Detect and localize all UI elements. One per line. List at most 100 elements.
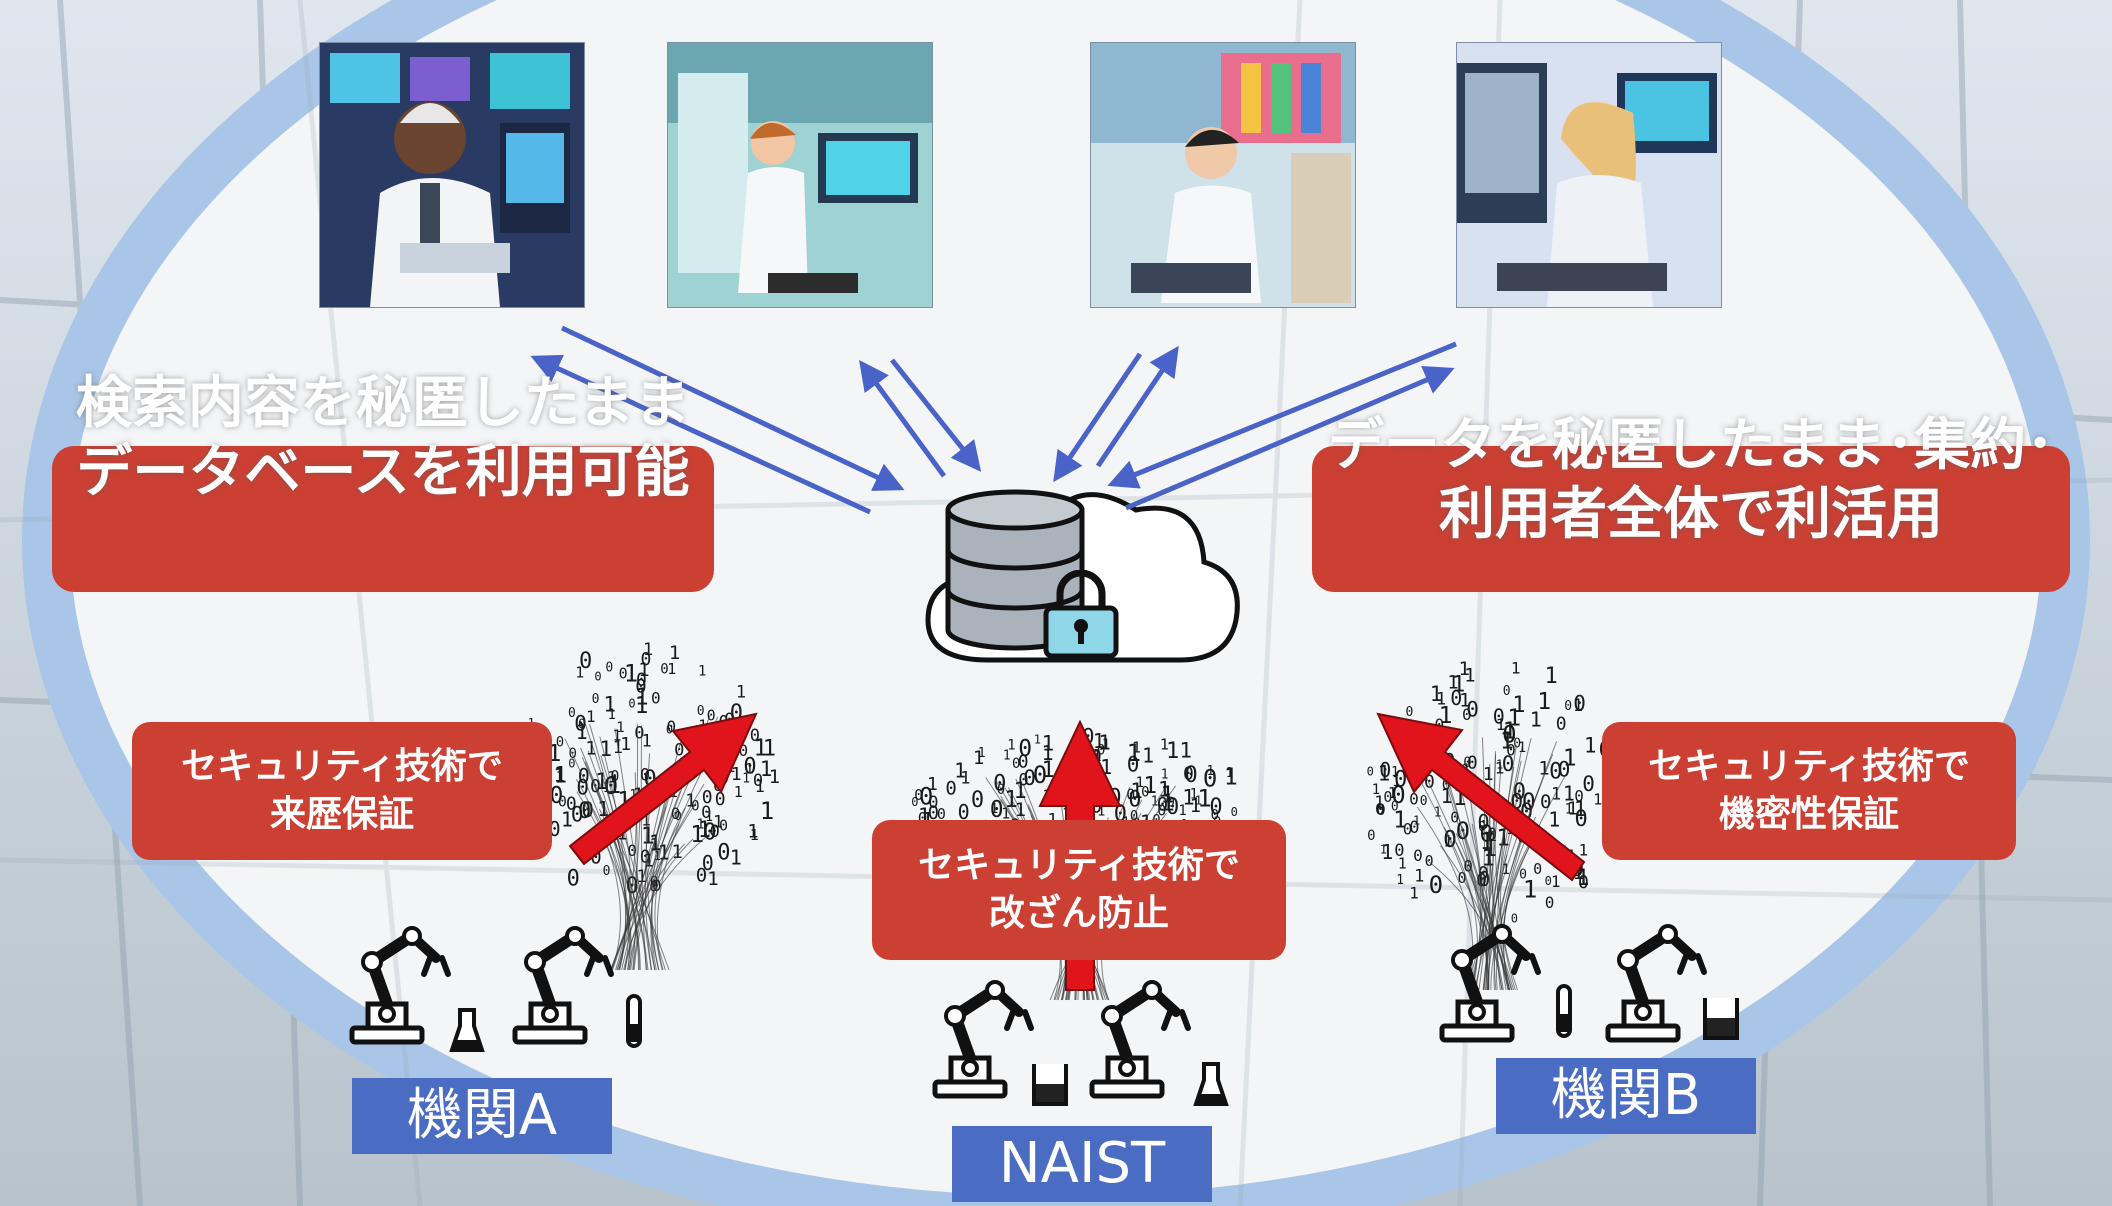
binary-digit: 0 xyxy=(592,692,600,707)
binary-digit: 1 xyxy=(1496,757,1503,771)
binary-digit: 0 xyxy=(674,740,684,760)
binary-digit: 1 xyxy=(745,762,753,778)
binary-digit: 0 xyxy=(574,711,587,735)
binary-digit: 0 xyxy=(1209,795,1222,820)
binary-digit: 0 xyxy=(710,822,720,842)
binary-stream-line xyxy=(1501,835,1537,991)
binary-digit: 0 xyxy=(568,706,576,721)
binary-digit: 0 xyxy=(1211,808,1219,824)
binary-digit: 1 xyxy=(707,868,718,890)
binary-digit: 1 xyxy=(1374,793,1384,813)
binary-digit: 1 xyxy=(1576,866,1589,891)
binary-stream-line xyxy=(633,838,694,971)
binary-digit: 0 xyxy=(1413,846,1423,865)
binary-digit: 0 xyxy=(1425,852,1434,870)
binary-digit: 0 xyxy=(671,804,681,823)
robot-arm-icon xyxy=(515,928,611,1042)
binary-digit: 0 xyxy=(703,820,717,846)
binary-stream-line xyxy=(624,783,705,971)
binary-digit: 1 xyxy=(1443,831,1453,850)
binary-digit: 0 xyxy=(640,846,651,867)
binary-digit: 1 xyxy=(1436,689,1446,709)
binary-digit: 1 xyxy=(698,818,711,843)
binary-stream-line xyxy=(654,807,686,971)
binary-digit: 1 xyxy=(760,797,774,825)
binary-digit: 1 xyxy=(736,682,746,702)
binary-digit: 0 xyxy=(571,802,584,826)
binary-digit: 1 xyxy=(685,791,696,812)
binary-digit: 1 xyxy=(1563,781,1575,805)
binary-digit: 0 xyxy=(627,841,637,860)
binary-digit: 1 xyxy=(1530,708,1542,732)
binary-stream-line xyxy=(576,791,632,971)
binary-digit: 1 xyxy=(669,642,680,664)
binary-digit: 1 xyxy=(1538,758,1549,780)
binary-digit: 0 xyxy=(1097,743,1105,759)
binary-digit: 0 xyxy=(590,846,601,868)
binary-digit: 1 xyxy=(763,736,776,761)
binary-digit: 0 xyxy=(1467,753,1478,774)
binary-digit: 1 xyxy=(616,720,624,736)
binary-stream-line xyxy=(1488,809,1491,991)
tamper-label-box xyxy=(872,820,1286,960)
data-private-text: データを秘匿したまま･集約･ 利用者全体で利活用 xyxy=(1327,413,2055,547)
binary-digit: 0 xyxy=(628,696,635,710)
binary-digit: 0 xyxy=(1502,752,1515,776)
binary-digit: 0 xyxy=(667,717,677,736)
binary-digit: 0 xyxy=(1185,763,1198,788)
binary-digit: 0 xyxy=(1018,770,1028,790)
binary-digit: 0 xyxy=(1424,772,1435,793)
binary-digit: 1 xyxy=(1434,806,1442,821)
binary-digit: 0 xyxy=(1506,741,1516,760)
binary-stream-line xyxy=(617,723,639,971)
binary-digit: 0 xyxy=(1556,714,1567,735)
binary-digit: 0 xyxy=(958,800,970,824)
binary-stream-line xyxy=(1431,742,1488,991)
binary-digit: 0 xyxy=(1033,761,1047,789)
binary-digit: 1 xyxy=(954,758,966,782)
binary-digit: 1 xyxy=(585,738,596,760)
binary-digit: 0 xyxy=(578,799,591,824)
binary-digit: 1 xyxy=(1409,883,1419,902)
binary-digit: 0 xyxy=(619,664,628,682)
binary-digit: 0 xyxy=(1503,684,1511,699)
binary-digit: 0 xyxy=(652,876,662,895)
binary-digit: 1 xyxy=(1593,791,1602,809)
binary-digit: 1 xyxy=(624,660,638,688)
binary-digit: 1 xyxy=(1483,764,1494,785)
binary-digit: 0 xyxy=(918,809,928,828)
binary-digit: 0 xyxy=(1549,760,1562,785)
binary-digit: 0 xyxy=(971,788,984,813)
binary-digit: 0 xyxy=(1487,825,1497,845)
provenance-label-box xyxy=(132,722,552,860)
binary-digit: 1 xyxy=(1551,872,1561,891)
binary-digit: 0 xyxy=(1167,795,1175,810)
binary-digit: 0 xyxy=(1574,786,1584,805)
binary-digit: 0 xyxy=(566,794,577,815)
binary-digit: 1 xyxy=(960,768,970,788)
binary-digit: 1 xyxy=(595,770,608,795)
binary-digit: 0 xyxy=(1463,856,1473,875)
binary-digit: 0 xyxy=(702,787,713,808)
lock-icon xyxy=(1043,570,1119,659)
binary-digit: 1 xyxy=(1102,737,1110,753)
binary-digit: 0 xyxy=(594,670,601,684)
binary-digit: 0 xyxy=(675,809,682,823)
binary-digit: 1 xyxy=(1563,745,1577,771)
binary-stream-line xyxy=(644,806,653,971)
binary-digit: 0 xyxy=(1519,867,1527,882)
binary-digit: 1 xyxy=(1392,774,1400,790)
binary-digit: 1 xyxy=(1573,696,1583,716)
search-private-text: 検索内容を秘匿したまま データベースを利用可能 xyxy=(75,371,691,505)
arrow-researcher3-down xyxy=(1053,352,1143,483)
binary-digit: 1 xyxy=(1166,739,1179,764)
binary-digit: 0 xyxy=(696,865,707,887)
binary-digit: 1 xyxy=(754,735,768,761)
binary-digit: 1 xyxy=(705,810,713,825)
researcher-portrait-4 xyxy=(1456,42,1722,308)
binary-stream-line xyxy=(621,799,662,971)
binary-digit: 0 xyxy=(1478,820,1486,835)
binary-digit: 0 xyxy=(928,793,938,813)
binary-digit: 1 xyxy=(608,707,616,723)
